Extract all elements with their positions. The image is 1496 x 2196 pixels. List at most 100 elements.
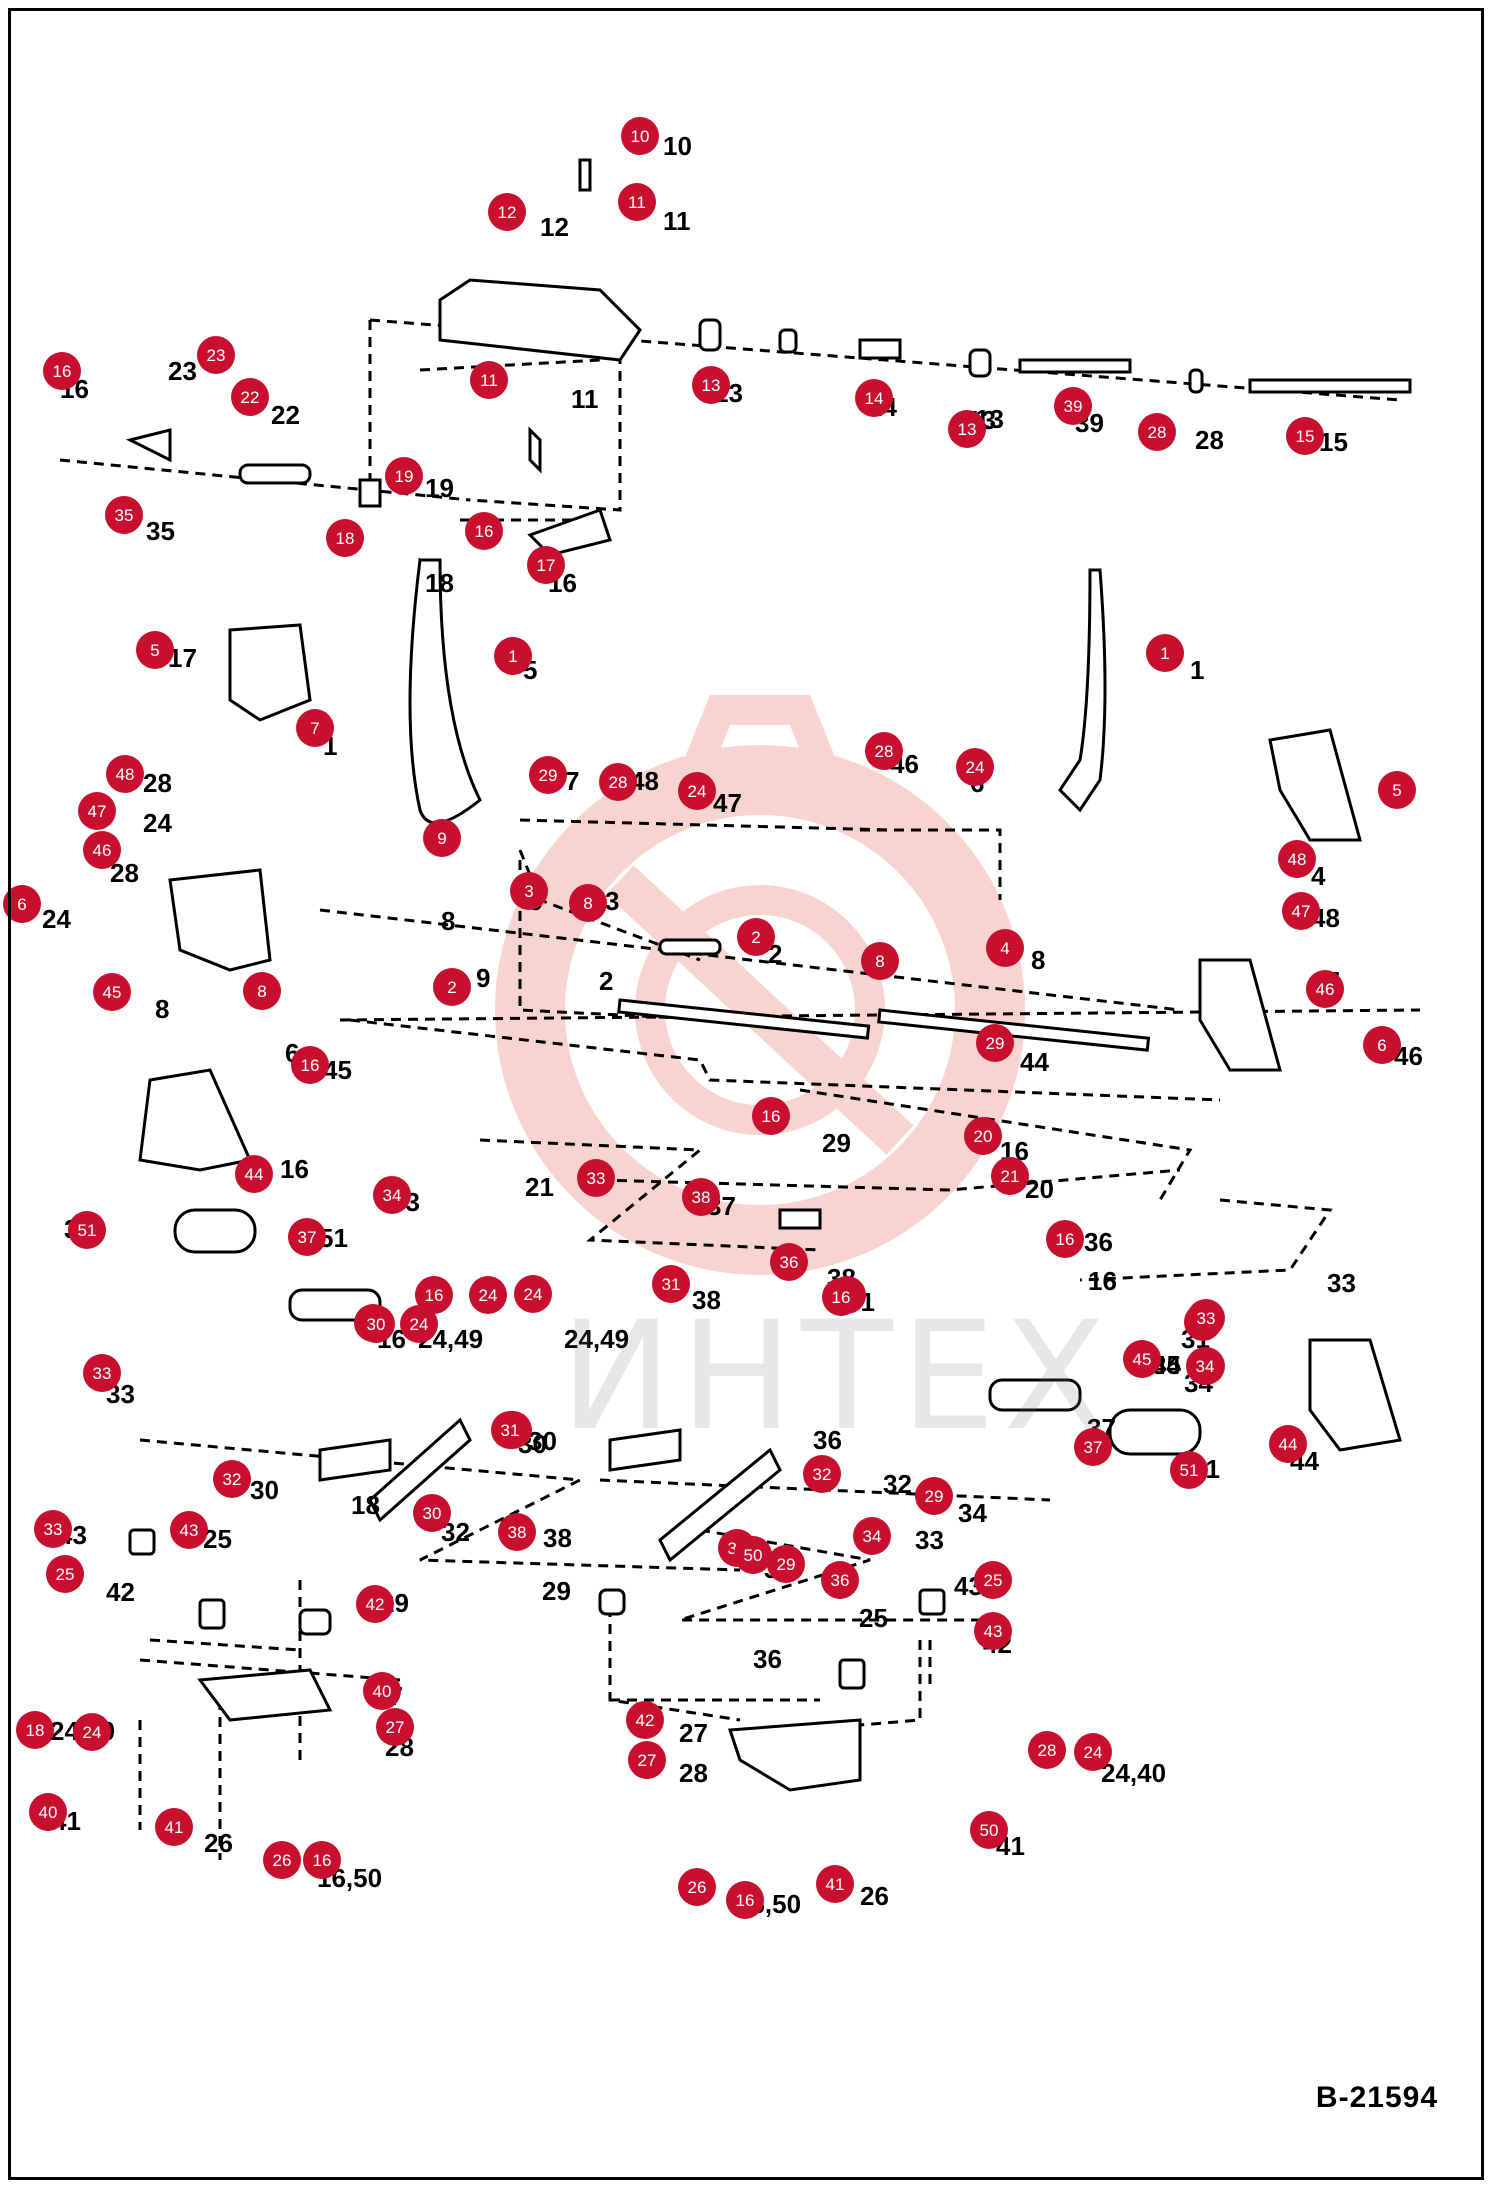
callout-badge[interactable]: 5 xyxy=(1378,771,1416,809)
callout-badge[interactable]: 33 xyxy=(1187,1299,1225,1337)
callout-badge[interactable]: 31 xyxy=(652,1265,690,1303)
callout-badge[interactable]: 38 xyxy=(498,1513,536,1551)
callout-badge[interactable]: 40 xyxy=(363,1672,401,1710)
callout-badge[interactable]: 16 xyxy=(303,1841,341,1879)
callout-badge[interactable]: 8 xyxy=(243,972,281,1010)
callout-badge[interactable]: 4 xyxy=(986,929,1024,967)
callout-badge[interactable]: 46 xyxy=(83,831,121,869)
callout-badge[interactable]: 16 xyxy=(43,352,81,390)
callout-badge[interactable]: 5 xyxy=(136,631,174,669)
callout-badge[interactable]: 43 xyxy=(974,1612,1012,1650)
callout-badge[interactable]: 27 xyxy=(376,1708,414,1746)
callout-badge[interactable]: 47 xyxy=(1282,892,1320,930)
callout-badge[interactable]: 33 xyxy=(577,1159,615,1197)
callout-badge[interactable]: 45 xyxy=(93,973,131,1011)
callout-badge[interactable]: 40 xyxy=(29,1793,67,1831)
callout-badge[interactable]: 48 xyxy=(106,755,144,793)
callout-badge[interactable]: 45 xyxy=(1123,1340,1161,1378)
callout-badge[interactable]: 14 xyxy=(855,379,893,417)
callout-badge[interactable]: 37 xyxy=(1074,1428,1112,1466)
callout-badge[interactable]: 29 xyxy=(767,1545,805,1583)
callout-badge[interactable]: 32 xyxy=(803,1455,841,1493)
callout-badge[interactable]: 29 xyxy=(915,1477,953,1515)
callout-badge[interactable]: 12 xyxy=(488,193,526,231)
callout-badge[interactable]: 25 xyxy=(46,1555,84,1593)
callout-badge[interactable]: 6 xyxy=(3,885,41,923)
callout-badge[interactable]: 34 xyxy=(1186,1347,1224,1385)
callout-badge[interactable]: 41 xyxy=(816,1865,854,1903)
callout-badge[interactable]: 51 xyxy=(68,1211,106,1249)
callout-badge[interactable]: 24 xyxy=(73,1713,111,1751)
callout-badge[interactable]: 17 xyxy=(527,546,565,584)
callout-badge[interactable]: 15 xyxy=(1286,417,1324,455)
callout-badge[interactable]: 24 xyxy=(400,1305,438,1343)
callout-badge[interactable]: 30 xyxy=(357,1305,395,1343)
callout-badge[interactable]: 23 xyxy=(197,336,235,374)
callout-badge[interactable]: 2 xyxy=(433,968,471,1006)
callout-badge[interactable]: 29 xyxy=(529,756,567,794)
callout-badge[interactable]: 34 xyxy=(373,1176,411,1214)
callout-badge[interactable]: 11 xyxy=(618,183,656,221)
callout-badge[interactable]: 24 xyxy=(1074,1733,1112,1771)
callout-badge[interactable]: 35 xyxy=(105,496,143,534)
callout-badge[interactable]: 20 xyxy=(964,1117,1002,1155)
callout-badge[interactable]: 16 xyxy=(465,512,503,550)
callout-badge[interactable]: 1 xyxy=(1146,634,1184,672)
callout-badge[interactable]: 8 xyxy=(861,942,899,980)
callout-badge[interactable]: 39 xyxy=(1054,387,1092,425)
callout-badge[interactable]: 36 xyxy=(770,1243,808,1281)
callout-badge[interactable]: 34 xyxy=(853,1517,891,1555)
callout-badge[interactable]: 13 xyxy=(948,410,986,448)
callout-badge[interactable]: 32 xyxy=(213,1460,251,1498)
callout-badge[interactable]: 26 xyxy=(263,1841,301,1879)
callout-badge[interactable]: 38 xyxy=(682,1178,720,1216)
callout-badge[interactable]: 16 xyxy=(822,1278,860,1316)
callout-badge[interactable]: 16 xyxy=(415,1276,453,1314)
callout-badge[interactable]: 28 xyxy=(1028,1731,1066,1769)
callout-badge[interactable]: 3 xyxy=(510,872,548,910)
callout-badge[interactable]: 21 xyxy=(991,1157,1029,1195)
callout-badge[interactable]: 25 xyxy=(974,1561,1012,1599)
callout-badge[interactable]: 29 xyxy=(976,1024,1014,1062)
callout-badge[interactable]: 33 xyxy=(83,1354,121,1392)
callout-badge[interactable]: 24 xyxy=(514,1275,552,1313)
callout-badge[interactable]: 1 xyxy=(494,637,532,675)
callout-badge[interactable]: 8 xyxy=(569,884,607,922)
callout-badge[interactable]: 26 xyxy=(678,1868,716,1906)
callout-badge[interactable]: 36 xyxy=(821,1561,859,1599)
callout-badge[interactable]: 30 xyxy=(413,1494,451,1532)
callout-badge[interactable]: 50 xyxy=(970,1811,1008,1849)
callout-badge[interactable]: 16 xyxy=(1046,1220,1084,1258)
callout-badge[interactable]: 51 xyxy=(1170,1451,1208,1489)
callout-badge[interactable]: 27 xyxy=(628,1741,666,1779)
callout-badge[interactable]: 46 xyxy=(1306,970,1344,1008)
callout-badge[interactable]: 22 xyxy=(231,378,269,416)
callout-badge[interactable]: 42 xyxy=(356,1585,394,1623)
callout-badge[interactable]: 24 xyxy=(956,748,994,786)
callout-badge[interactable]: 41 xyxy=(155,1808,193,1846)
callout-badge[interactable]: 6 xyxy=(1363,1026,1401,1064)
callout-badge[interactable]: 16 xyxy=(291,1046,329,1084)
callout-badge[interactable]: 2 xyxy=(737,918,775,956)
callout-badge[interactable]: 48 xyxy=(1278,840,1316,878)
callout-badge[interactable]: 10 xyxy=(621,117,659,155)
callout-badge[interactable]: 37 xyxy=(288,1218,326,1256)
callout-badge[interactable]: 28 xyxy=(1138,413,1176,451)
callout-badge[interactable]: 47 xyxy=(78,792,116,830)
callout-badge[interactable]: 24 xyxy=(678,772,716,810)
callout-badge[interactable]: 28 xyxy=(599,763,637,801)
callout-badge[interactable]: 24 xyxy=(469,1276,507,1314)
callout-badge[interactable]: 31 xyxy=(491,1411,529,1449)
callout-badge[interactable]: 50 xyxy=(734,1536,772,1574)
callout-badge[interactable]: 33 xyxy=(34,1510,72,1548)
callout-badge[interactable]: 28 xyxy=(865,732,903,770)
callout-badge[interactable]: 7 xyxy=(296,709,334,747)
callout-badge[interactable]: 13 xyxy=(692,366,730,404)
callout-badge[interactable]: 11 xyxy=(470,361,508,399)
callout-badge[interactable]: 43 xyxy=(170,1511,208,1549)
callout-badge[interactable]: 9 xyxy=(423,819,461,857)
callout-badge[interactable]: 18 xyxy=(16,1711,54,1749)
callout-badge[interactable]: 16 xyxy=(726,1881,764,1919)
callout-badge[interactable]: 18 xyxy=(326,519,364,557)
callout-badge[interactable]: 19 xyxy=(385,457,423,495)
